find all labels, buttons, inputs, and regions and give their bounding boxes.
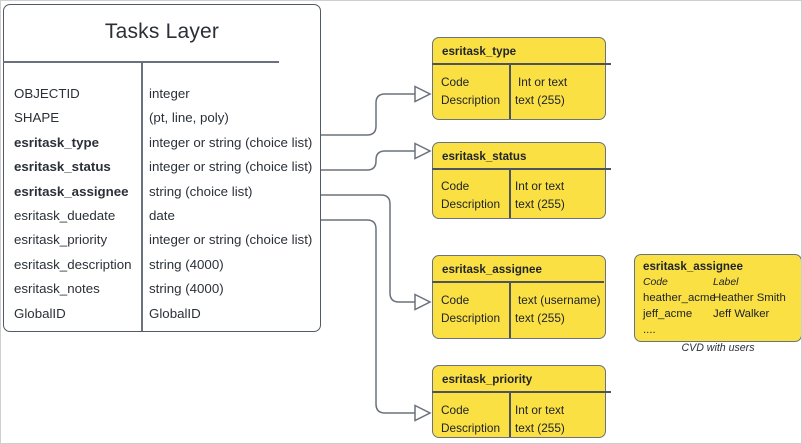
lookup-title: esritask_status	[442, 150, 527, 163]
table-row: esritask_assignee string (choice list)	[4, 184, 320, 208]
lookup-column-divider	[509, 281, 511, 338]
field-name: esritask_notes	[14, 281, 100, 297]
connector-priority	[321, 219, 415, 414]
cvd-row-label: Jeff Walker	[713, 308, 770, 320]
table-row: esritask_notes string (4000)	[4, 281, 320, 305]
field-type: string (choice list)	[149, 183, 253, 199]
field-name: esritask_status	[14, 159, 111, 175]
lookup-code-label: Code	[441, 179, 470, 193]
cvd-row-ellipsis: ....	[643, 324, 656, 336]
lookup-table-esritask-assignee: esritask_assignee Code Description text …	[432, 255, 606, 339]
cvd-header-label: Label	[713, 277, 739, 288]
cvd-row-code: jeff_acme	[643, 308, 693, 320]
arrowhead-type	[414, 85, 432, 103]
table-row: esritask_status integer or string (choic…	[4, 159, 320, 183]
field-type: string (4000)	[149, 256, 224, 272]
arrowhead-priority	[414, 404, 432, 422]
lookup-title-divider	[432, 63, 611, 65]
field-type: string (4000)	[149, 281, 224, 297]
lookup-description-type: text (255)	[515, 93, 565, 107]
table-row: esritask_type integer or string (choice …	[4, 135, 320, 159]
lookup-description-type: text (255)	[515, 197, 565, 211]
tasks-layer-entity: Tasks Layer OBJECTID integer SHAPE (pt, …	[3, 4, 321, 332]
lookup-table-esritask-type: esritask_type Code Description Int or te…	[432, 37, 611, 120]
lookup-code-label: Code	[441, 75, 470, 89]
lookup-title: esritask_type	[442, 45, 517, 58]
field-type: integer or string (choice list)	[149, 159, 313, 175]
lookup-description-label: Description	[441, 197, 501, 211]
field-type: GlobalID	[149, 305, 201, 321]
lookup-title-divider	[432, 281, 604, 283]
lookup-title-divider	[432, 391, 611, 393]
field-name: esritask_priority	[14, 232, 108, 248]
table-row: esritask_priority integer or string (cho…	[4, 232, 320, 256]
lookup-code-type: Int or text	[515, 403, 565, 417]
lookup-description-label: Description	[441, 421, 501, 435]
lookup-code-type: Int or text	[515, 179, 565, 193]
lookup-code-label: Code	[441, 293, 470, 307]
page-title: Tasks Layer	[104, 20, 220, 43]
connector-status	[321, 150, 415, 171]
lookup-description-type: text (255)	[515, 311, 565, 325]
field-name: esritask_duedate	[14, 207, 116, 223]
lookup-column-divider	[509, 168, 511, 218]
field-type: (pt, line, poly)	[149, 110, 229, 126]
field-name: esritask_description	[14, 256, 132, 272]
field-type: integer or string (choice list)	[149, 134, 313, 150]
lookup-column-divider	[509, 63, 511, 119]
lookup-description-type: text (255)	[515, 421, 565, 435]
lookup-table-esritask-priority: esritask_priority Code Description Int o…	[432, 365, 611, 438]
table-row: esritask_description string (4000)	[4, 257, 320, 281]
column-divider	[141, 61, 143, 331]
field-name: esritask_type	[14, 134, 100, 150]
field-name: SHAPE	[14, 110, 60, 126]
lookup-code-type: Int or text	[518, 75, 568, 89]
field-list: OBJECTID integer SHAPE (pt, line, poly) …	[4, 61, 320, 331]
lookup-column-divider	[509, 391, 511, 437]
table-row: SHAPE (pt, line, poly)	[4, 110, 320, 134]
field-type: integer or string (choice list)	[149, 232, 313, 248]
lookup-title: esritask_assignee	[442, 263, 542, 276]
lookup-code-label: Code	[441, 403, 470, 417]
lookup-title: esritask_priority	[442, 373, 533, 386]
field-name: esritask_assignee	[14, 183, 129, 199]
cvd-row-code: heather_acme	[643, 292, 716, 304]
cvd-title: esritask_assignee	[643, 260, 743, 273]
lookup-title-divider	[432, 168, 611, 170]
arrowhead-status	[414, 142, 432, 160]
table-row: GlobalID GlobalID	[4, 306, 320, 330]
table-row: OBJECTID integer	[4, 86, 320, 110]
table-row: esritask_duedate date	[4, 208, 320, 232]
cvd-row-label: Heather Smith	[713, 292, 786, 304]
arrowhead-assignee	[414, 293, 432, 311]
cvd-sample-box: esritask_assignee Code Label heather_acm…	[634, 254, 801, 342]
lookup-code-type: text (username)	[518, 293, 601, 307]
field-name: GlobalID	[14, 305, 66, 321]
lookup-description-label: Description	[441, 93, 501, 107]
connector-assignee	[321, 194, 415, 303]
connector-type	[321, 93, 415, 136]
cvd-caption: CVD with users	[681, 342, 755, 354]
field-type: date	[149, 207, 175, 223]
cvd-header-code: Code	[643, 277, 668, 288]
lookup-description-label: Description	[441, 311, 501, 325]
field-name: OBJECTID	[14, 86, 80, 101]
lookup-table-esritask-status: esritask_status Code Description Int or …	[432, 142, 611, 219]
field-type: integer	[149, 86, 190, 101]
